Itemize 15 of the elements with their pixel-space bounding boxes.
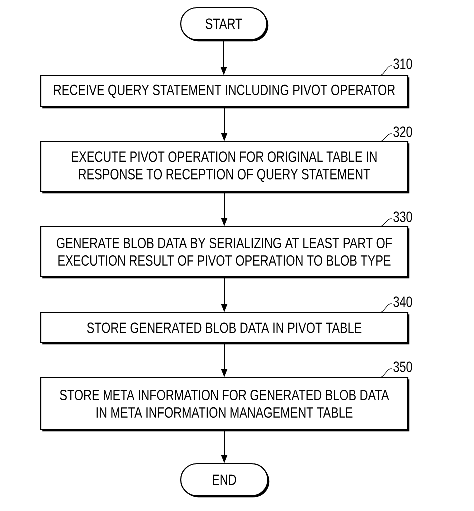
process-box: STORE META INFORMATION FOR GENERATED BLOB DATA IN META INFORMATION MANAGEMENT TABLE — [40, 377, 410, 432]
reference-number: 320 — [394, 126, 412, 138]
reference-number: 340 — [394, 296, 412, 308]
leader-line — [379, 66, 392, 76]
process-box: RECEIVE QUERY STATEMENT INCLUDING PIVOT OPERATOR — [40, 75, 410, 109]
leader-line — [379, 218, 392, 227]
process-box: GENERATE BLOB DATA BY SERIALIZING AT LEAST PART OF EXECUTION RESULT OF PIVOT OPERATION TO BLOB TYPE — [40, 226, 410, 279]
reference-number: 330 — [394, 212, 412, 222]
leader-line — [379, 134, 392, 142]
process-box: STORE GENERATED BLOB DATA IN PIVOT TABLE — [40, 312, 410, 345]
process-box: EXECUTE PIVOT OPERATION FOR ORIGINAL TABLE IN RESPONSE TO RECEPTION OF QUERY STATEMENT — [40, 141, 410, 194]
leader-line — [379, 368, 392, 378]
leader-line — [379, 304, 392, 313]
reference-number: 310 — [394, 58, 412, 70]
reference-number: 350 — [394, 362, 412, 372]
